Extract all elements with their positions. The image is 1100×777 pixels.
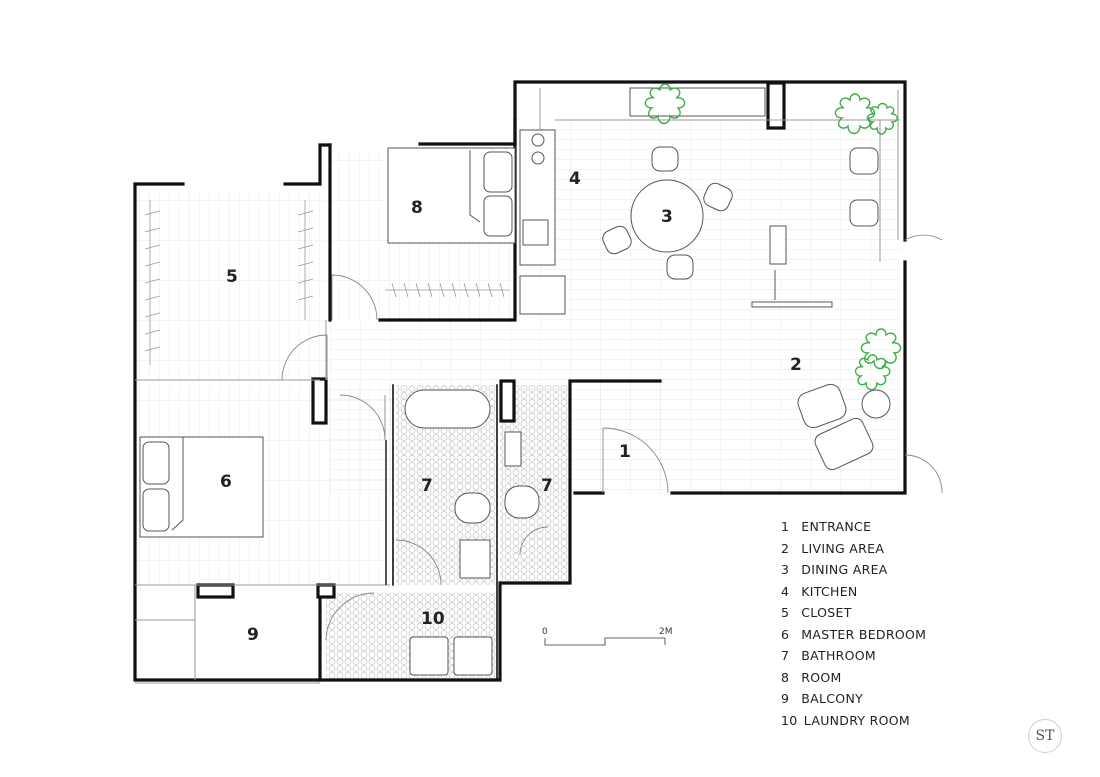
room-label: 3 (661, 207, 673, 227)
legend-item: 4 KITCHEN (781, 583, 858, 599)
balcony (135, 620, 320, 684)
toilet-wc (504, 485, 540, 519)
room-label: 5 (226, 267, 238, 287)
legend-item: 10 LAUNDRY ROOM (781, 712, 910, 728)
door-bath (395, 539, 442, 586)
doors (281, 234, 943, 641)
column-e (316, 583, 336, 599)
wall-outer-west (133, 182, 322, 682)
room-labels: 1 2 3 4 5 6 7 7 8 9 10 (220, 169, 802, 645)
sideboard (769, 225, 787, 265)
room-label: 9 (247, 625, 259, 645)
laundry-appliances (409, 636, 493, 676)
room-label: 1 (619, 442, 631, 462)
plant-icon (866, 102, 898, 135)
door-laundry (325, 592, 375, 641)
room-label: 2 (790, 355, 802, 375)
door-living-east (904, 454, 943, 494)
lounge-chair (814, 417, 874, 471)
bathroom-fixtures (404, 389, 540, 579)
legend-item: 7 BATHROOM (781, 648, 877, 663)
plant-icon (854, 354, 891, 391)
sink-main (459, 539, 491, 579)
door-entrance (602, 427, 669, 494)
scale-bar: 0 2M (542, 627, 673, 646)
legend-item: 9 BALCONY (781, 691, 864, 706)
scale-end: 2M (659, 627, 673, 637)
door-room8 (331, 274, 378, 321)
wall-entry (318, 379, 662, 682)
room-label: 8 (411, 198, 423, 218)
plants (644, 83, 902, 391)
logo: ST (1028, 719, 1062, 753)
column-c (766, 81, 786, 130)
room-label: 7 (541, 476, 553, 496)
fridge-icon (519, 275, 566, 315)
column-a (311, 377, 328, 425)
plant-icon (834, 93, 876, 135)
door-closet (281, 334, 328, 381)
legend-item: 6 MASTER BEDROOM (781, 626, 927, 642)
scale-start: 0 (542, 627, 548, 637)
beds (139, 147, 516, 538)
stove-icon (531, 133, 545, 147)
room-label: 6 (220, 472, 232, 492)
legend-item: 3 DINING AREA (781, 562, 888, 577)
wardrobe-hangers (144, 200, 510, 365)
wall-closet-top (283, 143, 332, 186)
toilet-main (454, 492, 491, 524)
legend-item: 1 ENTRANCE (781, 519, 872, 534)
armchair (797, 383, 847, 429)
plant-icon (860, 328, 902, 370)
dryer (453, 636, 493, 676)
legend-item: 2 LIVING AREA (781, 540, 885, 556)
legend: 1 ENTRANCE 2 LIVING AREA 3 DINING AREA 4… (781, 516, 926, 731)
dining-set (602, 146, 879, 308)
sink-wc (504, 431, 522, 467)
door-bedroom (339, 394, 386, 441)
room-label: 7 (421, 476, 433, 496)
legend-item: 5 CLOSET (781, 605, 852, 620)
door-wc (519, 526, 549, 556)
dining-table (630, 179, 704, 253)
plant-icon (644, 83, 686, 125)
kitchen-counter (519, 87, 766, 315)
bathtub (404, 389, 491, 429)
living-set (797, 383, 891, 471)
partitions (135, 88, 900, 621)
wall-east (670, 260, 907, 495)
sink-icon (522, 219, 549, 246)
column-d (196, 583, 235, 599)
legend-item: 8 ROOM (781, 669, 842, 685)
room-label: 10 (421, 609, 445, 629)
side-table (861, 389, 891, 419)
room-label: 4 (569, 169, 581, 189)
column-b (499, 379, 516, 423)
washer (409, 636, 449, 676)
wall-room8-top (418, 80, 907, 242)
door-terrace-east (904, 234, 943, 241)
